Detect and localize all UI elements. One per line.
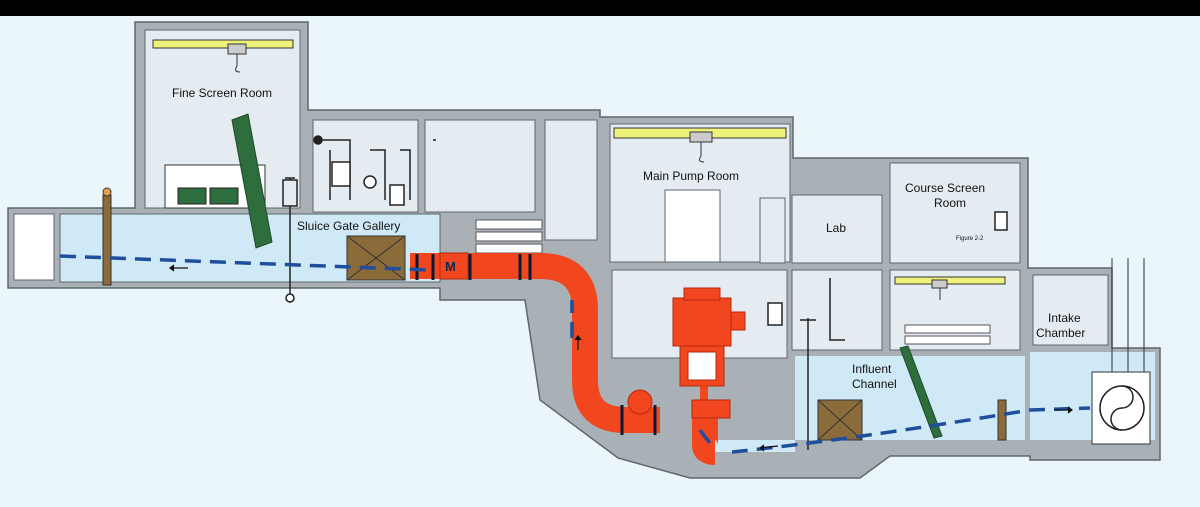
flow-path: [59, 254, 1091, 454]
lab-label: Lab: [826, 221, 846, 235]
stop-gate-icon: [102, 187, 112, 286]
main-pump-room-label: Main Pump Room: [643, 169, 739, 183]
force-main-pipe: [410, 252, 719, 465]
drum-screen-icon: [1091, 371, 1151, 445]
course-screen-room-label-1: Course Screen: [905, 181, 985, 195]
crane-icon: [613, 127, 787, 163]
figure-label: Figure 2-2: [956, 236, 984, 242]
room-c: [544, 119, 598, 241]
sluice-gate-box: [346, 235, 406, 281]
rooms: [13, 29, 1109, 359]
grating-icon: [475, 219, 543, 254]
grating-icon: [904, 324, 991, 345]
flow-arrow-icon: [169, 264, 1073, 452]
pump-icon: [672, 287, 746, 419]
check-valve-icon: [627, 389, 653, 415]
influent-channel-label-1: Influent: [852, 362, 892, 376]
control-piping: [313, 135, 436, 206]
fine-screen-room-label: Fine Screen Room: [172, 86, 272, 100]
outlet-box: [13, 213, 55, 281]
motor-icon: [439, 252, 469, 280]
crane-icon: [152, 39, 294, 73]
sluice-gate-box: [817, 399, 863, 441]
intake-chamber-room: [1032, 274, 1109, 346]
course-screen-room-label-2: Room: [934, 196, 966, 210]
coarse-screen-bar: [899, 345, 943, 439]
room-b: [424, 119, 536, 213]
stair-room: [759, 197, 786, 264]
influent-gate: [997, 399, 1007, 441]
influent-channel-label-2: Channel: [852, 377, 897, 391]
motor-label: M: [445, 259, 456, 274]
intake-chamber-label-1: Intake: [1048, 311, 1081, 325]
sluice-gate-gallery-label: Sluice Gate Gallery: [297, 219, 400, 233]
pump-room-door: [664, 189, 721, 263]
crane-icon: [894, 276, 1006, 300]
valve-icon: [282, 177, 298, 303]
lab-room: [791, 194, 883, 264]
intake-chamber-label-2: Chamber: [1036, 326, 1085, 340]
pipe-flange-marks: [415, 254, 657, 435]
intake-shaft: [1111, 258, 1145, 372]
top-band: [0, 0, 1200, 16]
gallery-room-left: [791, 269, 883, 351]
valve-icon: [767, 211, 1008, 450]
fine-screen-rake: [231, 113, 273, 249]
